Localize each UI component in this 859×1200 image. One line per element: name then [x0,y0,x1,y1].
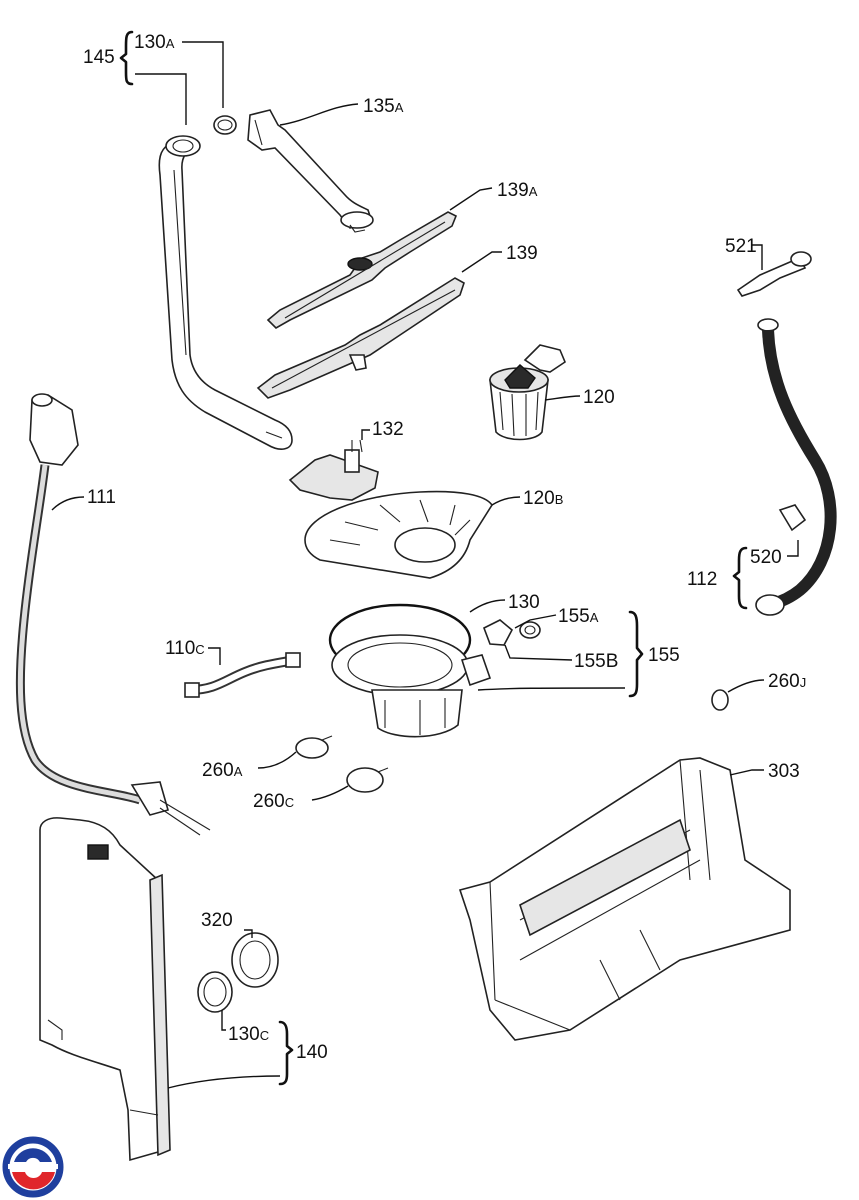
label-110c: 110C [165,638,205,659]
part-120-filter [489,344,566,441]
label-145: 145 [83,47,115,68]
label-130c: 130C [228,1024,269,1045]
label-112: 112 [687,569,717,590]
part-135a-pipe [247,109,374,233]
part-110c-hose [184,652,301,698]
label-155: 155 [648,645,680,666]
label-260c: 260C [253,791,294,812]
label-260j: 260J [768,671,806,692]
part-139a-upper-spray-arm [266,211,458,329]
leader-lines [51,30,799,1089]
label-303: 303 [768,761,800,782]
part-130-155-pump-sump [328,603,492,738]
label-520: 520 [750,547,782,568]
label-155a: 155A [558,606,599,627]
part-120b-mesh-plate [304,490,493,579]
part-139-lower-spray-arm [256,277,465,399]
label-130a: 130A [134,32,175,53]
label-139a: 139A [497,180,538,201]
part-145-feed-tube [158,135,293,450]
part-130a-o-ring [213,115,237,135]
part-320-130c-seals [197,932,279,1013]
brand-logo [2,1136,64,1198]
part-132-sensor [288,439,379,501]
label-132: 132 [372,419,404,440]
part-111-inlet-hose [15,393,211,836]
label-155b: 155B [574,651,618,672]
label-135a: 135A [363,96,404,117]
part-260-clamps [295,689,729,793]
part-303-base-frame [458,757,791,1041]
label-140: 140 [296,1042,328,1063]
label-120b: 120B [523,488,563,509]
label-521: 521 [725,236,757,257]
part-155a-155b [482,619,541,646]
part-112-drain-hose [736,251,837,616]
label-260a: 260A [202,760,243,781]
label-120: 120 [583,387,615,408]
label-111: 111 [87,487,116,508]
label-130: 130 [508,592,540,613]
label-139: 139 [506,243,538,264]
part-140-door-panel [39,817,171,1162]
label-320: 320 [201,910,233,931]
part-labels: 145 130A 135A 139A 139 521 120 132 111 1… [83,32,806,1063]
